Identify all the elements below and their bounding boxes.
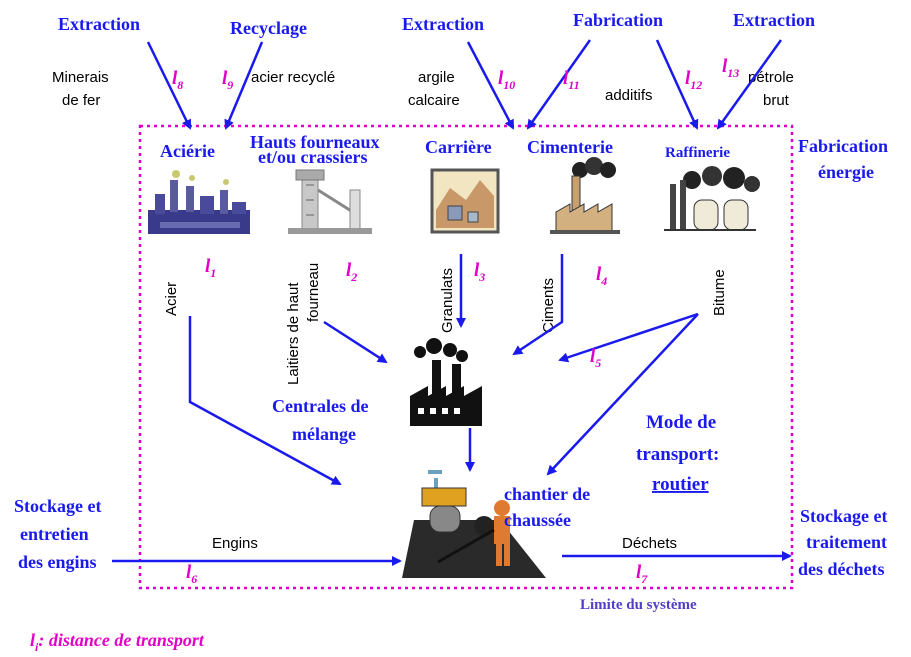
distance-l7: l7 <box>636 562 648 586</box>
cement-plant-icon <box>550 157 620 234</box>
label-stockage-dechets-2: traitement <box>806 532 887 552</box>
arrow-l2 <box>323 320 388 364</box>
distance-l3: l3 <box>474 260 485 284</box>
label-dechets: Déchets <box>622 535 677 552</box>
label-chantier-1: chantier de <box>504 484 590 504</box>
distance-l9: l9 <box>222 68 233 92</box>
plant-carriere: Carrière <box>425 137 492 157</box>
label-petrole: pétrole <box>748 69 794 86</box>
system-boundary <box>138 124 794 590</box>
label-mode-3: routier <box>652 474 709 495</box>
label-fabrication: Fabrication <box>573 10 663 30</box>
distance-l2: l2 <box>346 260 357 284</box>
legend-distance: li: distance de transport <box>30 630 205 654</box>
label-fabrication-energie-2: énergie <box>818 162 874 182</box>
quarry-icon <box>430 168 500 234</box>
label-stockage-dechets-1: Stockage et <box>800 506 887 526</box>
label-acier-recycle: acier recyclé <box>251 69 335 86</box>
plant-cimenterie: Cimenterie <box>527 137 613 157</box>
distance-l6: l6 <box>186 562 197 586</box>
road-worksite-icon <box>402 470 546 578</box>
arrow-l13 <box>716 39 783 130</box>
distance-l5: l5 <box>590 346 601 370</box>
label-mode-2: transport: <box>636 444 719 465</box>
label-bitume: Bitume <box>711 269 728 316</box>
label-stockage-dechets-3: des déchets <box>798 559 885 579</box>
plant-hauts-2: et/ou crassiers <box>258 147 367 167</box>
label-chantier-2: chaussée <box>504 510 571 530</box>
refinery-icon <box>664 166 760 231</box>
label-extraction-1: Extraction <box>58 14 140 34</box>
arrow-l11 <box>526 39 592 130</box>
label-fabrication-energie-1: Fabrication <box>798 136 888 156</box>
arrow-l1 <box>188 316 342 486</box>
arrow-bitume-chantier <box>546 313 699 476</box>
steel-plant-icon <box>148 170 250 234</box>
mixing-plant-icon <box>410 338 482 426</box>
arrow-l5 <box>558 312 699 363</box>
label-granulats: Granulats <box>439 268 456 333</box>
label-stockage-engins-2: entretien <box>20 524 89 544</box>
plant-acierie: Aciérie <box>160 141 215 161</box>
label-laitiers-1: Laitiers de haut <box>285 282 302 385</box>
label-extraction-3: Extraction <box>733 10 815 30</box>
distance-l1: l1 <box>205 256 216 280</box>
label-brut: brut <box>763 92 790 109</box>
plant-hauts-1: Hauts fourneaux <box>250 132 380 152</box>
distance-l12: l12 <box>685 68 702 92</box>
label-mode-1: Mode de <box>646 412 716 433</box>
label-additifs: additifs <box>605 87 653 104</box>
label-acier: Acier <box>163 282 180 316</box>
arrow-l8 <box>146 41 192 130</box>
distance-l11: l11 <box>563 68 580 92</box>
distance-l13: l13 <box>722 56 739 80</box>
arrow-l10 <box>466 41 515 130</box>
label-minerais-1: Minerais <box>52 69 109 86</box>
label-limite-systeme: Limite du système <box>580 597 697 613</box>
distance-l10: l10 <box>498 68 515 92</box>
label-minerais-2: de fer <box>62 92 100 109</box>
label-engins: Engins <box>212 535 258 552</box>
arrow-l9 <box>224 41 264 130</box>
plant-raffinerie: Raffinerie <box>665 145 730 161</box>
label-argile: argile <box>418 69 455 86</box>
label-extraction-2: Extraction <box>402 14 484 34</box>
distance-l4: l4 <box>596 264 607 288</box>
label-centrales-1: Centrales de <box>272 396 368 416</box>
arrow-l4 <box>512 254 564 356</box>
blast-furnace-icon <box>288 169 372 234</box>
label-recyclage: Recyclage <box>230 18 307 38</box>
label-centrales-2: mélange <box>292 424 356 444</box>
label-calcaire: calcaire <box>408 92 460 109</box>
label-laitiers-2: fourneau <box>305 263 322 322</box>
arrow-l12 <box>655 39 699 130</box>
label-stockage-engins-3: des engins <box>18 552 97 572</box>
distance-l8: l8 <box>172 68 183 92</box>
label-stockage-engins-1: Stockage et <box>14 496 101 516</box>
label-ciments: Ciments <box>540 278 557 333</box>
